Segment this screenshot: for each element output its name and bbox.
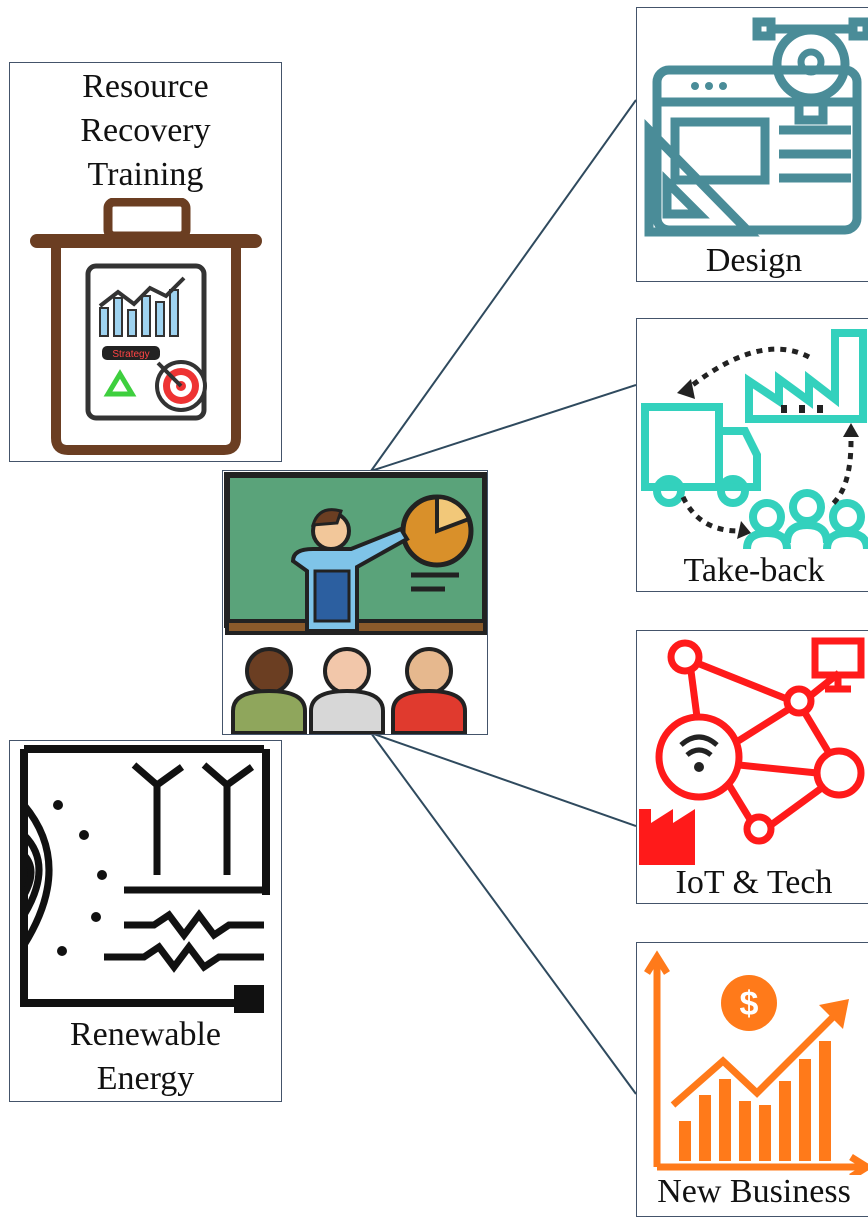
title-line-3: Training [87, 156, 204, 194]
take-back-box: Take-back [636, 318, 868, 592]
renewable-line-1: Renewable [69, 1016, 222, 1053]
resource-recovery-title: Resource Recovery Training [10, 65, 281, 198]
resource-recovery-training-box: Resource Recovery Training Strategy [9, 62, 282, 462]
strategy-bin-icon: Strategy [30, 198, 262, 455]
title-line-1: Resource [82, 68, 209, 105]
presenter-icon [224, 472, 487, 734]
svg-text:$: $ [740, 985, 759, 1023]
take-back-label: Take-back [683, 552, 825, 589]
title-line-2: Recovery [80, 112, 211, 150]
connector-design [370, 99, 637, 472]
design-label: Design [705, 242, 803, 279]
iot-tech-label: IoT & Tech [675, 864, 833, 901]
renewable-line-2: Energy [96, 1060, 195, 1098]
design-box: Design [636, 7, 868, 282]
connector-new-business [370, 732, 637, 1095]
renewable-energy-icon [20, 745, 270, 1013]
new-business-box: $ New Business [636, 942, 868, 1217]
strategy-badge-text: Strategy [112, 349, 149, 360]
growth-chart-icon: $ [644, 950, 868, 1175]
take-back-icon [641, 329, 868, 550]
iot-network-icon [639, 637, 865, 865]
connector-iot [370, 732, 637, 827]
renewable-energy-box: Renewable Energy [9, 740, 282, 1102]
new-business-label: New Business [657, 1173, 851, 1210]
connector-take-back [370, 384, 637, 472]
presenter-box [222, 470, 488, 735]
design-icon [644, 17, 868, 237]
iot-tech-box: IoT & Tech [636, 630, 868, 904]
renewable-energy-label: Renewable Energy [10, 1013, 281, 1101]
